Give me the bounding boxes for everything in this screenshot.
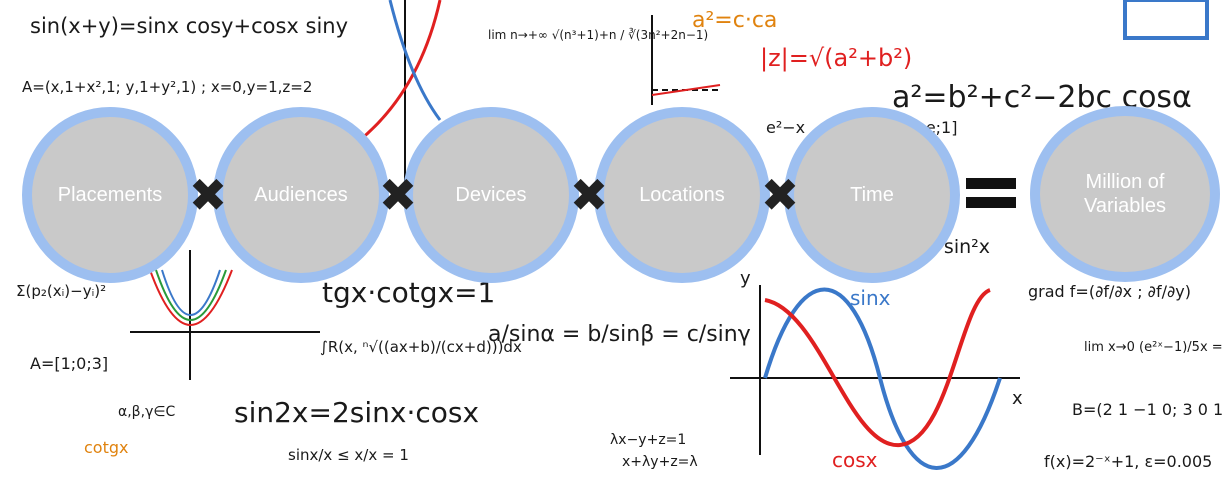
equals-icon bbox=[966, 178, 1016, 216]
sine-cosine-chart bbox=[730, 285, 1020, 470]
equation: ∫R(x, ⁿ√((ax+b)/(cx+d)))dx bbox=[320, 338, 522, 356]
equation: sin2x=2sinx·cosx bbox=[234, 396, 480, 429]
multiply-icon: ✖ bbox=[188, 168, 228, 222]
equation: A=(x,1+x²,1; y,1+y²,1) ; x=0,y=1,z=2 bbox=[22, 78, 313, 96]
parabola-graph bbox=[130, 250, 320, 380]
equation: Σ(p₂(xᵢ)−yᵢ)² bbox=[16, 282, 107, 300]
equation: e²−x bbox=[766, 118, 806, 137]
equation: sinx/x ≤ x/x = 1 bbox=[288, 446, 409, 464]
y-axis-label: y bbox=[740, 268, 751, 289]
equation: grad f=(∂f/∂x ; ∂f/∂y) bbox=[1028, 282, 1191, 301]
cos-label: cosx bbox=[832, 448, 878, 472]
equation: f(x)=2⁻ˣ+1, ε=0.005 bbox=[1044, 452, 1213, 471]
curve-graph-top bbox=[359, 0, 442, 200]
equation: a²=c·ca bbox=[692, 8, 778, 33]
cosine-curve bbox=[764, 288, 991, 448]
equation: lim n→+∞ √(n³+1)+n / ∛(3n²+2n−1) bbox=[488, 28, 709, 42]
circle-audiences: Audiences bbox=[213, 107, 389, 283]
sine-curve bbox=[763, 287, 1002, 470]
circle-devices: Devices bbox=[403, 107, 579, 283]
equation: α,β,γ∈C bbox=[118, 404, 176, 420]
equation: λx−y+z=1 bbox=[610, 432, 687, 448]
equation: tgx·cotgx=1 bbox=[322, 276, 496, 309]
multiply-icon: ✖ bbox=[569, 168, 609, 222]
equation: a/sinα = b/sinβ = c/sinγ bbox=[488, 322, 751, 347]
circle-time: Time bbox=[784, 107, 960, 283]
equation: x+λy+z=λ bbox=[622, 454, 698, 470]
equation: lim x→0 (e²ˣ−1)/5x = 2/5 bbox=[1084, 340, 1227, 355]
factor-label: Locations bbox=[639, 184, 725, 206]
equation: cotgx bbox=[84, 438, 129, 457]
factor-label: Devices bbox=[455, 184, 527, 206]
circle-placements: Placements bbox=[22, 107, 198, 283]
equation: sin(x+y)=sinx cosy+cosx siny bbox=[30, 14, 349, 38]
circle-locations: Locations bbox=[594, 107, 770, 283]
sin-label: sinx bbox=[850, 286, 891, 310]
hatched-square bbox=[1123, 0, 1209, 40]
factor-label: Placements bbox=[57, 184, 163, 206]
equation: |z|=√(a²+b²) bbox=[760, 44, 913, 72]
axes-3d bbox=[651, 15, 721, 105]
equation: A=[1;0;3] bbox=[30, 354, 109, 373]
x-axis-label: x bbox=[1012, 388, 1023, 409]
equation: B=(2 1 −1 0; 3 0 1 2) bbox=[1072, 400, 1227, 419]
factor-label: Audiences bbox=[254, 184, 348, 206]
result-label: Million of Variables bbox=[1084, 171, 1166, 217]
multiply-icon: ✖ bbox=[378, 168, 418, 222]
circle-result: Million of Variables bbox=[1030, 106, 1220, 282]
factor-label: Time bbox=[850, 184, 894, 206]
multiply-icon: ✖ bbox=[760, 168, 800, 222]
